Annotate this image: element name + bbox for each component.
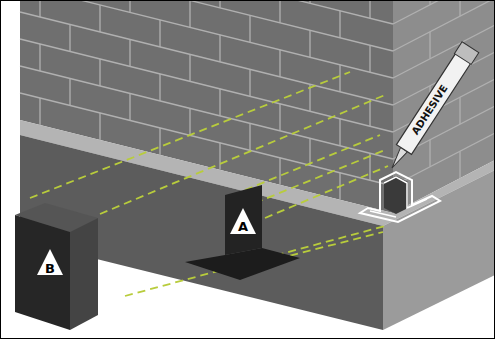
mortar-line: [159, 74, 160, 101]
mortar-line: [189, 0, 190, 27]
mortar-line: [69, 78, 70, 105]
mortar-line: [39, 98, 40, 125]
mortar-line: [459, 97, 460, 124]
mortar-line: [393, 25, 495, 78]
mortar-line: [219, 143, 220, 170]
mortar-line: [189, 54, 190, 81]
mortar-line: [279, 158, 280, 185]
mortar-line: [429, 140, 430, 167]
mortar-line: [39, 0, 40, 17]
mortar-line: [20, 0, 393, 51]
mortar-line: [20, 0, 393, 78]
adhesive-bead: [360, 172, 440, 222]
mortar-line: [129, 0, 130, 12]
mortar-line: [159, 20, 160, 47]
label-triangle: [37, 249, 63, 275]
mortar-line: [309, 30, 310, 57]
mortar-line: [99, 113, 100, 140]
mortar-line: [369, 153, 370, 180]
foundation-front: [20, 135, 383, 330]
piece-a-flange: [185, 248, 300, 280]
piece-a-front: [225, 185, 262, 255]
mortar-line: [249, 15, 250, 42]
mortar-line: [339, 65, 340, 92]
mortar-line: [339, 119, 340, 146]
part-letter: A: [238, 220, 248, 233]
mortar-line: [429, 32, 430, 59]
mortar-line: [249, 123, 250, 150]
mortar-line: [249, 69, 250, 96]
mortar-line: [219, 35, 220, 62]
mortar-line: [129, 93, 130, 120]
mortar-line: [159, 128, 160, 155]
mortar-line: [279, 50, 280, 77]
mortar-line: [369, 0, 370, 18]
mortar-line: [99, 59, 100, 86]
mortar-line: [20, 12, 393, 105]
mortar-line: [219, 89, 220, 116]
piece-b-side: [70, 218, 98, 330]
adhesive-tube: [384, 42, 479, 174]
label-triangle: [230, 208, 256, 234]
piece-b-front: [15, 215, 70, 330]
mortar-line: [20, 0, 393, 24]
mortar-line: [309, 138, 310, 165]
mortar-line: [339, 11, 340, 38]
mortar-line: [369, 45, 370, 72]
mortar-line: [129, 39, 130, 66]
mortar-line: [279, 0, 280, 23]
part-letter: B: [45, 262, 55, 275]
mortar-line: [279, 104, 280, 131]
mortar-line: [393, 0, 495, 24]
mortar-line: [459, 151, 460, 178]
adhesive-bead-inner: [370, 177, 427, 217]
mortar-line: [99, 5, 100, 32]
foundation-side: [383, 170, 495, 330]
mortar-line: [20, 39, 393, 132]
mortar-line: [189, 108, 190, 135]
mortar-line: [369, 99, 370, 126]
mortar-line: [459, 0, 460, 16]
mortar-line: [39, 44, 40, 71]
mortar-line: [69, 24, 70, 51]
mortar-line: [219, 0, 220, 8]
mortar-line: [393, 0, 495, 51]
